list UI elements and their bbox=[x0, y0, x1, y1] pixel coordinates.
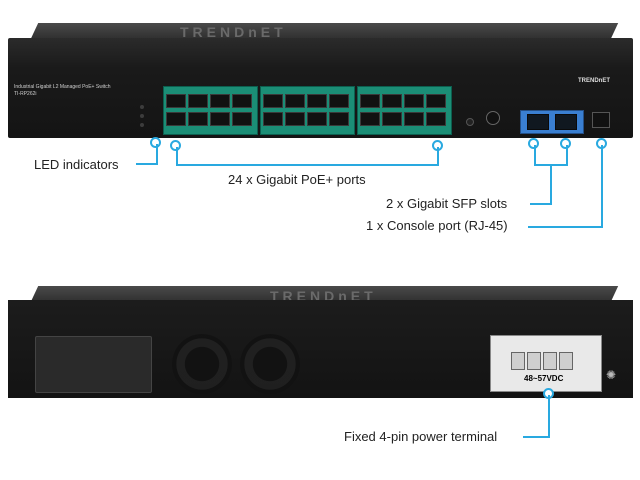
sfp-callout-label: 2 x Gigabit SFP slots bbox=[386, 196, 508, 211]
sfp-callout-line bbox=[550, 164, 552, 204]
led-callout-dot bbox=[150, 137, 161, 148]
sfp-callout-line bbox=[530, 203, 552, 205]
poe-port[interactable] bbox=[404, 94, 424, 108]
led-indicator bbox=[140, 105, 144, 109]
poe-port[interactable] bbox=[329, 94, 349, 108]
console-callout-line bbox=[601, 145, 603, 227]
rear-cover-plate bbox=[35, 336, 152, 393]
power-callout-line bbox=[548, 395, 550, 437]
poe-port[interactable] bbox=[307, 94, 327, 108]
sfp-callout-line bbox=[566, 145, 568, 165]
power-terminal-pin[interactable] bbox=[527, 352, 541, 370]
poe-port[interactable] bbox=[285, 112, 305, 126]
poe-port[interactable] bbox=[426, 94, 446, 108]
poe-port[interactable] bbox=[188, 94, 208, 108]
poe-port[interactable] bbox=[210, 112, 230, 126]
poe-port[interactable] bbox=[382, 94, 402, 108]
poe-callout-line bbox=[176, 147, 178, 165]
poe-port[interactable] bbox=[188, 112, 208, 126]
poe-port[interactable] bbox=[166, 112, 186, 126]
poe-callout-dot-left bbox=[170, 140, 181, 151]
power-terminal-pin[interactable] bbox=[511, 352, 525, 370]
led-indicator bbox=[140, 123, 144, 127]
poe-port[interactable] bbox=[263, 112, 283, 126]
fan-vent-icon bbox=[172, 334, 232, 394]
poe-port[interactable] bbox=[307, 112, 327, 126]
poe-port[interactable] bbox=[263, 94, 283, 108]
console-port[interactable] bbox=[592, 112, 610, 128]
sfp-slot[interactable] bbox=[555, 114, 577, 130]
sfp-callout-dot bbox=[528, 138, 539, 149]
console-callout-label: 1 x Console port (RJ-45) bbox=[366, 218, 508, 233]
led-callout-line bbox=[156, 144, 158, 164]
front-model-label: TI-RP262i bbox=[14, 91, 37, 97]
power-terminal-pin[interactable] bbox=[559, 352, 573, 370]
poe-port[interactable] bbox=[382, 112, 402, 126]
poe-port[interactable] bbox=[210, 94, 230, 108]
fan-vent-icon bbox=[240, 334, 300, 394]
led-callout-label: LED indicators bbox=[34, 157, 119, 172]
led-callout-line bbox=[136, 163, 158, 165]
poe-port[interactable] bbox=[360, 112, 380, 126]
brand-logo-top-front: TRENDnET bbox=[180, 24, 287, 40]
power-terminal-panel bbox=[490, 335, 602, 392]
poe-port[interactable] bbox=[426, 112, 446, 126]
console-callout-line bbox=[528, 226, 603, 228]
sfp-slot[interactable] bbox=[527, 114, 549, 130]
power-voltage-label: 48~57VDC bbox=[524, 374, 564, 383]
poe-port[interactable] bbox=[404, 112, 424, 126]
poe-callout-line bbox=[176, 164, 439, 166]
sfp-slot-group bbox=[520, 110, 584, 134]
poe-port[interactable] bbox=[285, 94, 305, 108]
led-mode-button[interactable] bbox=[486, 111, 500, 125]
sfp-callout-line bbox=[534, 145, 536, 165]
power-callout-line bbox=[523, 436, 550, 438]
poe-port[interactable] bbox=[232, 94, 252, 108]
poe-callout-line bbox=[437, 147, 439, 165]
front-brand-label: TRENDnET bbox=[578, 78, 610, 84]
poe-port[interactable] bbox=[166, 94, 186, 108]
led-indicator bbox=[140, 114, 144, 118]
reset-button[interactable] bbox=[466, 118, 474, 126]
poe-callout-label: 24 x Gigabit PoE+ ports bbox=[228, 172, 366, 187]
power-terminal-pin[interactable] bbox=[543, 352, 557, 370]
sfp-callout-dot bbox=[560, 138, 571, 149]
front-product-title: Industrial Gigabit L2 Managed PoE+ Switc… bbox=[14, 84, 111, 90]
ground-gear-icon: ✺ bbox=[606, 368, 617, 382]
poe-port[interactable] bbox=[232, 112, 252, 126]
poe-port[interactable] bbox=[329, 112, 349, 126]
poe-port[interactable] bbox=[360, 94, 380, 108]
power-callout-label: Fixed 4-pin power terminal bbox=[344, 429, 498, 444]
